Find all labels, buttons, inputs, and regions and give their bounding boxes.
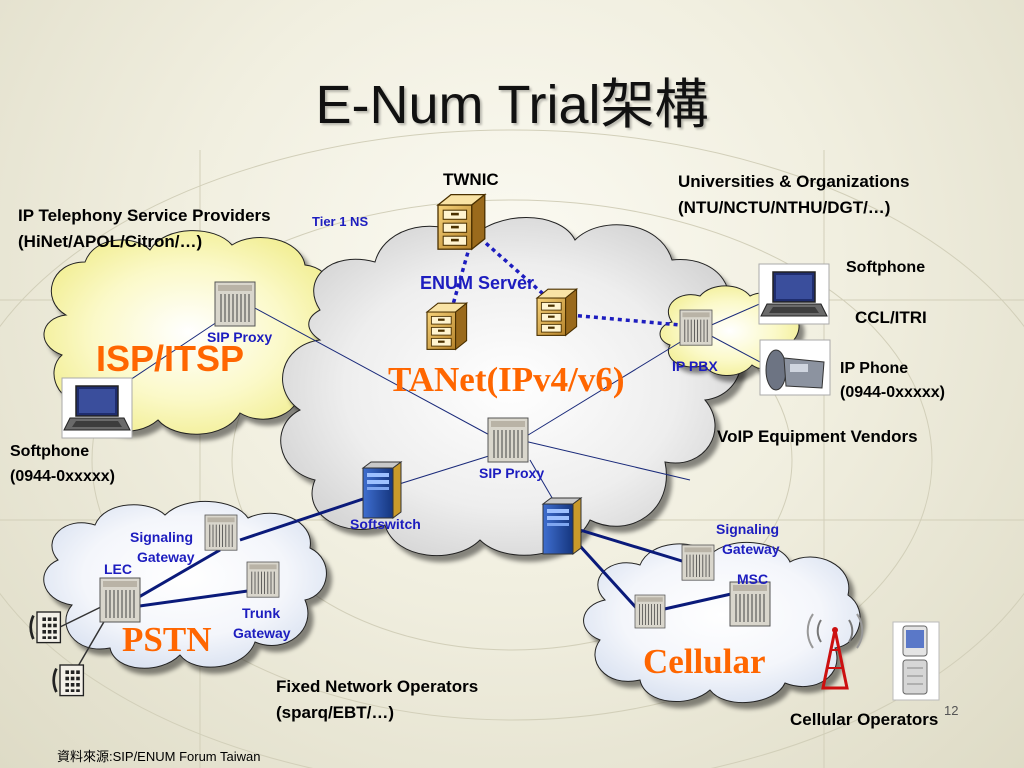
ip-phone-icon — [759, 339, 831, 396]
lec-rack-icon — [99, 577, 141, 623]
telephone-icon — [52, 663, 85, 697]
universities-label: Universities & Organizations — [678, 172, 910, 191]
cellular-cloud-label: Cellular — [643, 642, 766, 681]
thick-links — [124, 493, 741, 614]
page-number: 12 — [944, 703, 959, 718]
ip-pbx-label: IP PBX — [672, 358, 718, 374]
source-note: 資料來源:SIP/ENUM Forum Taiwan — [57, 749, 261, 764]
ip-pbx-rack-icon — [679, 309, 713, 346]
isp-providers-label: IP Telephony Service Providers — [18, 206, 271, 225]
softphone-left-label: Softphone — [10, 443, 90, 460]
signaling-gateway-right-label-2: Gateway — [722, 541, 780, 557]
tanet-cloud-label: TANet(IPv4/v6) — [388, 360, 625, 399]
lec-label: LEC — [104, 561, 132, 577]
twnic-label: TWNIC — [443, 170, 499, 189]
server-tower-icon — [542, 497, 582, 555]
msc-rack-icon — [729, 581, 771, 627]
ccl-itri-label: CCL/ITRI — [855, 308, 927, 327]
cell-tower-icon — [806, 613, 864, 690]
universities-names: (NTU/NCTU/NTHU/DGT/…) — [678, 198, 891, 217]
cellular-operators-label: Cellular Operators — [790, 710, 939, 729]
cellular-rack-icon — [634, 594, 666, 629]
softphone-laptop-icon — [61, 377, 133, 439]
trunk-gateway-label: Trunk — [242, 605, 281, 621]
sip-proxy-center-label: SIP Proxy — [479, 465, 545, 481]
softphone-left-number: (0944-0xxxxx) — [10, 468, 115, 485]
softswitch-label: Softswitch — [350, 516, 421, 532]
isp-itsp-cloud-label: ISP/ITSP — [96, 338, 245, 379]
softphone-right-label: Softphone — [846, 259, 926, 276]
enum-server-label: ENUM Server — [420, 273, 535, 293]
isp-providers-names: (HiNet/APOL/Citron/…) — [18, 232, 203, 251]
enum-dotted-links — [448, 236, 681, 327]
softphone-laptop-icon — [758, 263, 830, 325]
enum-server-file-cabinet-icon — [426, 302, 468, 350]
tier1-ns-label: Tier 1 NS — [312, 214, 369, 229]
signaling-gateway-right-label: Signaling — [716, 521, 779, 537]
fixed-operators-label: Fixed Network Operators — [276, 677, 479, 696]
ip-phone-number: (0944-0xxxxx) — [840, 384, 945, 401]
twnic-file-cabinet-icon — [437, 193, 486, 250]
trunk-gateway-label-2: Gateway — [233, 625, 291, 641]
fixed-operators-names: (sparq/EBT/…) — [276, 703, 395, 722]
voip-vendors-label: VoIP Equipment Vendors — [717, 427, 918, 446]
trunk-gateway-rack-icon — [246, 561, 280, 598]
signaling-gateway-left-label: Signaling — [130, 529, 193, 545]
pstn-cloud-label: PSTN — [122, 620, 212, 659]
msc-label: MSC — [737, 571, 769, 587]
slide-title: E-Num Trial架構 — [315, 75, 709, 135]
enum-server-file-cabinet-icon — [536, 288, 578, 336]
ip-phone-label: IP Phone — [840, 360, 909, 377]
sip-proxy-rack-icon — [487, 417, 529, 463]
sip-proxy-rack-icon — [214, 281, 256, 327]
softswitch-tower-icon — [362, 461, 402, 519]
signaling-gateway-left-label-2: Gateway — [137, 549, 195, 565]
signaling-gateway-rack-icon — [681, 544, 715, 581]
telephone-icon — [29, 610, 62, 644]
sip-proxy-left-label: SIP Proxy — [207, 329, 273, 345]
signaling-gateway-rack-icon — [204, 514, 238, 551]
mobile-phone-icon — [892, 621, 940, 701]
